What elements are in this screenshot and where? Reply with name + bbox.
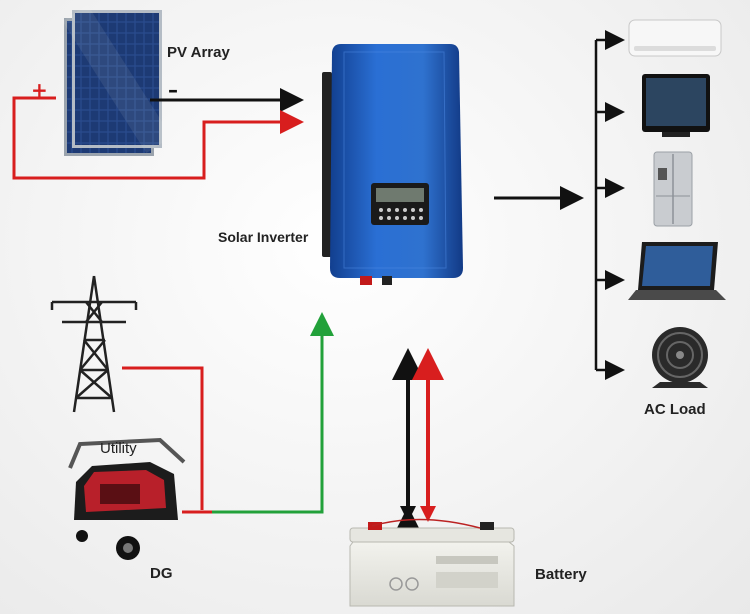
- solar-panel-icon: [62, 4, 172, 156]
- arrowhead-down-red: [420, 506, 436, 522]
- air-conditioner-icon: [628, 19, 722, 57]
- grid-input-arrow: [212, 312, 334, 514]
- utility-label: Utility: [100, 440, 137, 457]
- laptop-icon: [628, 242, 726, 300]
- generator-icon: [68, 437, 186, 560]
- solar-inverter-label: Solar Inverter: [218, 229, 309, 245]
- ac-load-label: AC Load: [644, 401, 706, 418]
- negative-sign: –: [168, 78, 178, 102]
- ac-load-bus: [594, 30, 625, 380]
- refrigerator-icon: [653, 151, 693, 227]
- battery-icon: [349, 518, 515, 607]
- utility-wire: [122, 366, 204, 510]
- transmission-tower-icon: [50, 275, 138, 413]
- pv-array-label: PV Array: [167, 44, 230, 61]
- inverter-icon: [322, 44, 463, 285]
- battery-label: Battery: [535, 566, 587, 583]
- pv-positive-wire: [12, 96, 304, 180]
- tv-icon: [642, 74, 710, 137]
- fan-icon: [652, 327, 708, 388]
- arrowhead-down-black: [400, 506, 416, 522]
- positive-sign: +: [31, 78, 48, 102]
- dg-label: DG: [150, 565, 173, 582]
